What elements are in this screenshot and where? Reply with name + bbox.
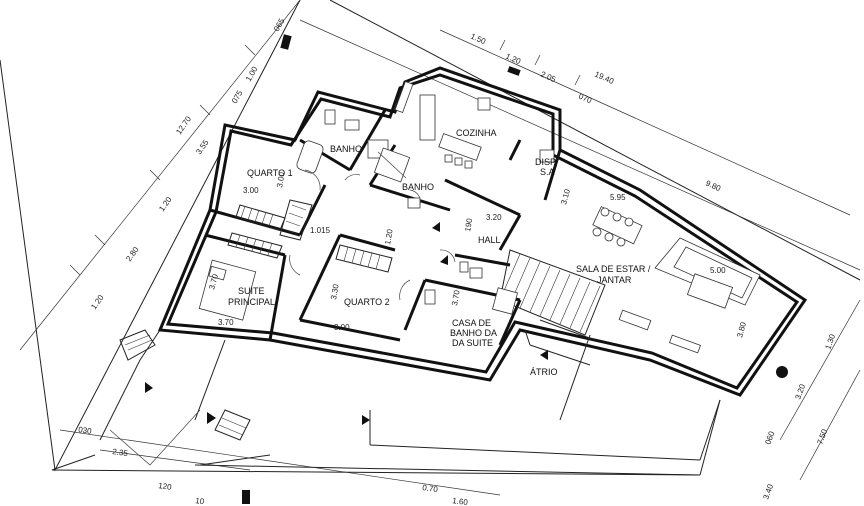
dim-label: 5.00 (710, 266, 726, 275)
section-marker-icon (507, 66, 521, 76)
north-marker-icon (776, 366, 788, 378)
terrace-lines (99, 319, 721, 466)
room-label-atrio: ÁTRIO (530, 367, 558, 377)
dim-label: 1.20 (383, 228, 395, 245)
dim-label: 075 (230, 88, 245, 105)
dim-label: 030 (78, 425, 93, 436)
dimension-lines (19, 0, 861, 496)
dim-label: 2.35 (112, 447, 129, 458)
room-label-sala: SALA DE ESTAR / (576, 264, 651, 274)
door-swings (289, 169, 456, 301)
entry-arrow-icon (145, 382, 153, 393)
dim-label: 1.60 (452, 496, 469, 506)
dim-label: 1.30 (823, 332, 837, 350)
dim-label: 3.55 (194, 138, 211, 156)
dim-label: 1.015 (310, 226, 331, 235)
dim-label: 3.70 (207, 273, 220, 291)
hall-arrow-icon (440, 255, 448, 265)
dim-label: 3.20 (793, 382, 807, 400)
room-label-banho: BANHO (402, 182, 434, 192)
hall-arrow-icon (432, 222, 440, 232)
atrio-arrow-icon (540, 350, 548, 360)
dim-label: 9.80 (704, 179, 722, 194)
dim-label: 1.20 (89, 293, 106, 311)
dim-label: 5.95 (610, 193, 626, 202)
dim-label: 3.70 (218, 318, 234, 327)
room-label-casa-banho: BANHO DA (450, 328, 497, 338)
dim-label: 120 (158, 481, 173, 492)
dim-label: 3.30 (329, 283, 341, 300)
entry-arrow-icon (207, 412, 216, 424)
dim-label: 070 (577, 92, 593, 106)
dim-label: 3.40 (761, 482, 775, 500)
wardrobes (227, 199, 393, 273)
room-label-quarto-1: QUARTO 1 (247, 168, 293, 178)
room-label-disp: S.A (540, 167, 555, 177)
entry-arrow-icon (362, 415, 370, 425)
dim-label: 1.20 (157, 195, 174, 213)
room-label-hall: HALL (478, 235, 501, 245)
dim-label: 10 (195, 496, 206, 506)
dim-label: 12.70 (174, 114, 193, 136)
room-label-sala: JANTAR (597, 275, 632, 285)
dim-label: 3.20 (486, 213, 502, 222)
room-label-cozinha: COZINHA (456, 128, 497, 138)
room-label-suite: SUITE (238, 286, 265, 296)
exterior-walls (157, 66, 808, 397)
room-label-quarto-2: QUARTO 2 (344, 297, 390, 307)
room-label-disp: DISP. (535, 157, 557, 167)
dim-label: 1.20 (504, 52, 522, 67)
section-markers (145, 34, 788, 504)
dim-label: 19.40 (593, 70, 615, 87)
dim-label: 2.80 (124, 245, 141, 263)
room-label-casa-banho: DA SUITE (452, 338, 493, 348)
furniture (198, 81, 761, 354)
dim-label: 060 (763, 430, 776, 446)
dim-label: 3.00 (334, 323, 350, 332)
dim-label: 3.80 (735, 321, 748, 339)
dim-label: 3.70 (450, 289, 462, 306)
room-label-suite: PRINCIPAL (228, 297, 275, 307)
room-dimensions: 3.00 3.00 3.70 3.70 3.00 3.30 3.70 3.20 … (207, 171, 748, 339)
dim-label: 3.10 (559, 188, 572, 206)
section-marker-icon (242, 490, 250, 504)
dim-label: 3.00 (243, 186, 259, 195)
section-marker-icon (280, 34, 292, 50)
room-labels: BANHO COZINHA QUARTO 1 BANHO DISP. S.A H… (228, 128, 651, 377)
dim-label: 0.70 (422, 483, 439, 494)
dim-label: 190 (463, 217, 474, 232)
room-label-casa-banho: CASA DE (452, 318, 491, 328)
dim-label: 3.00 (275, 171, 287, 188)
room-label-banho: BANHO (330, 144, 362, 154)
